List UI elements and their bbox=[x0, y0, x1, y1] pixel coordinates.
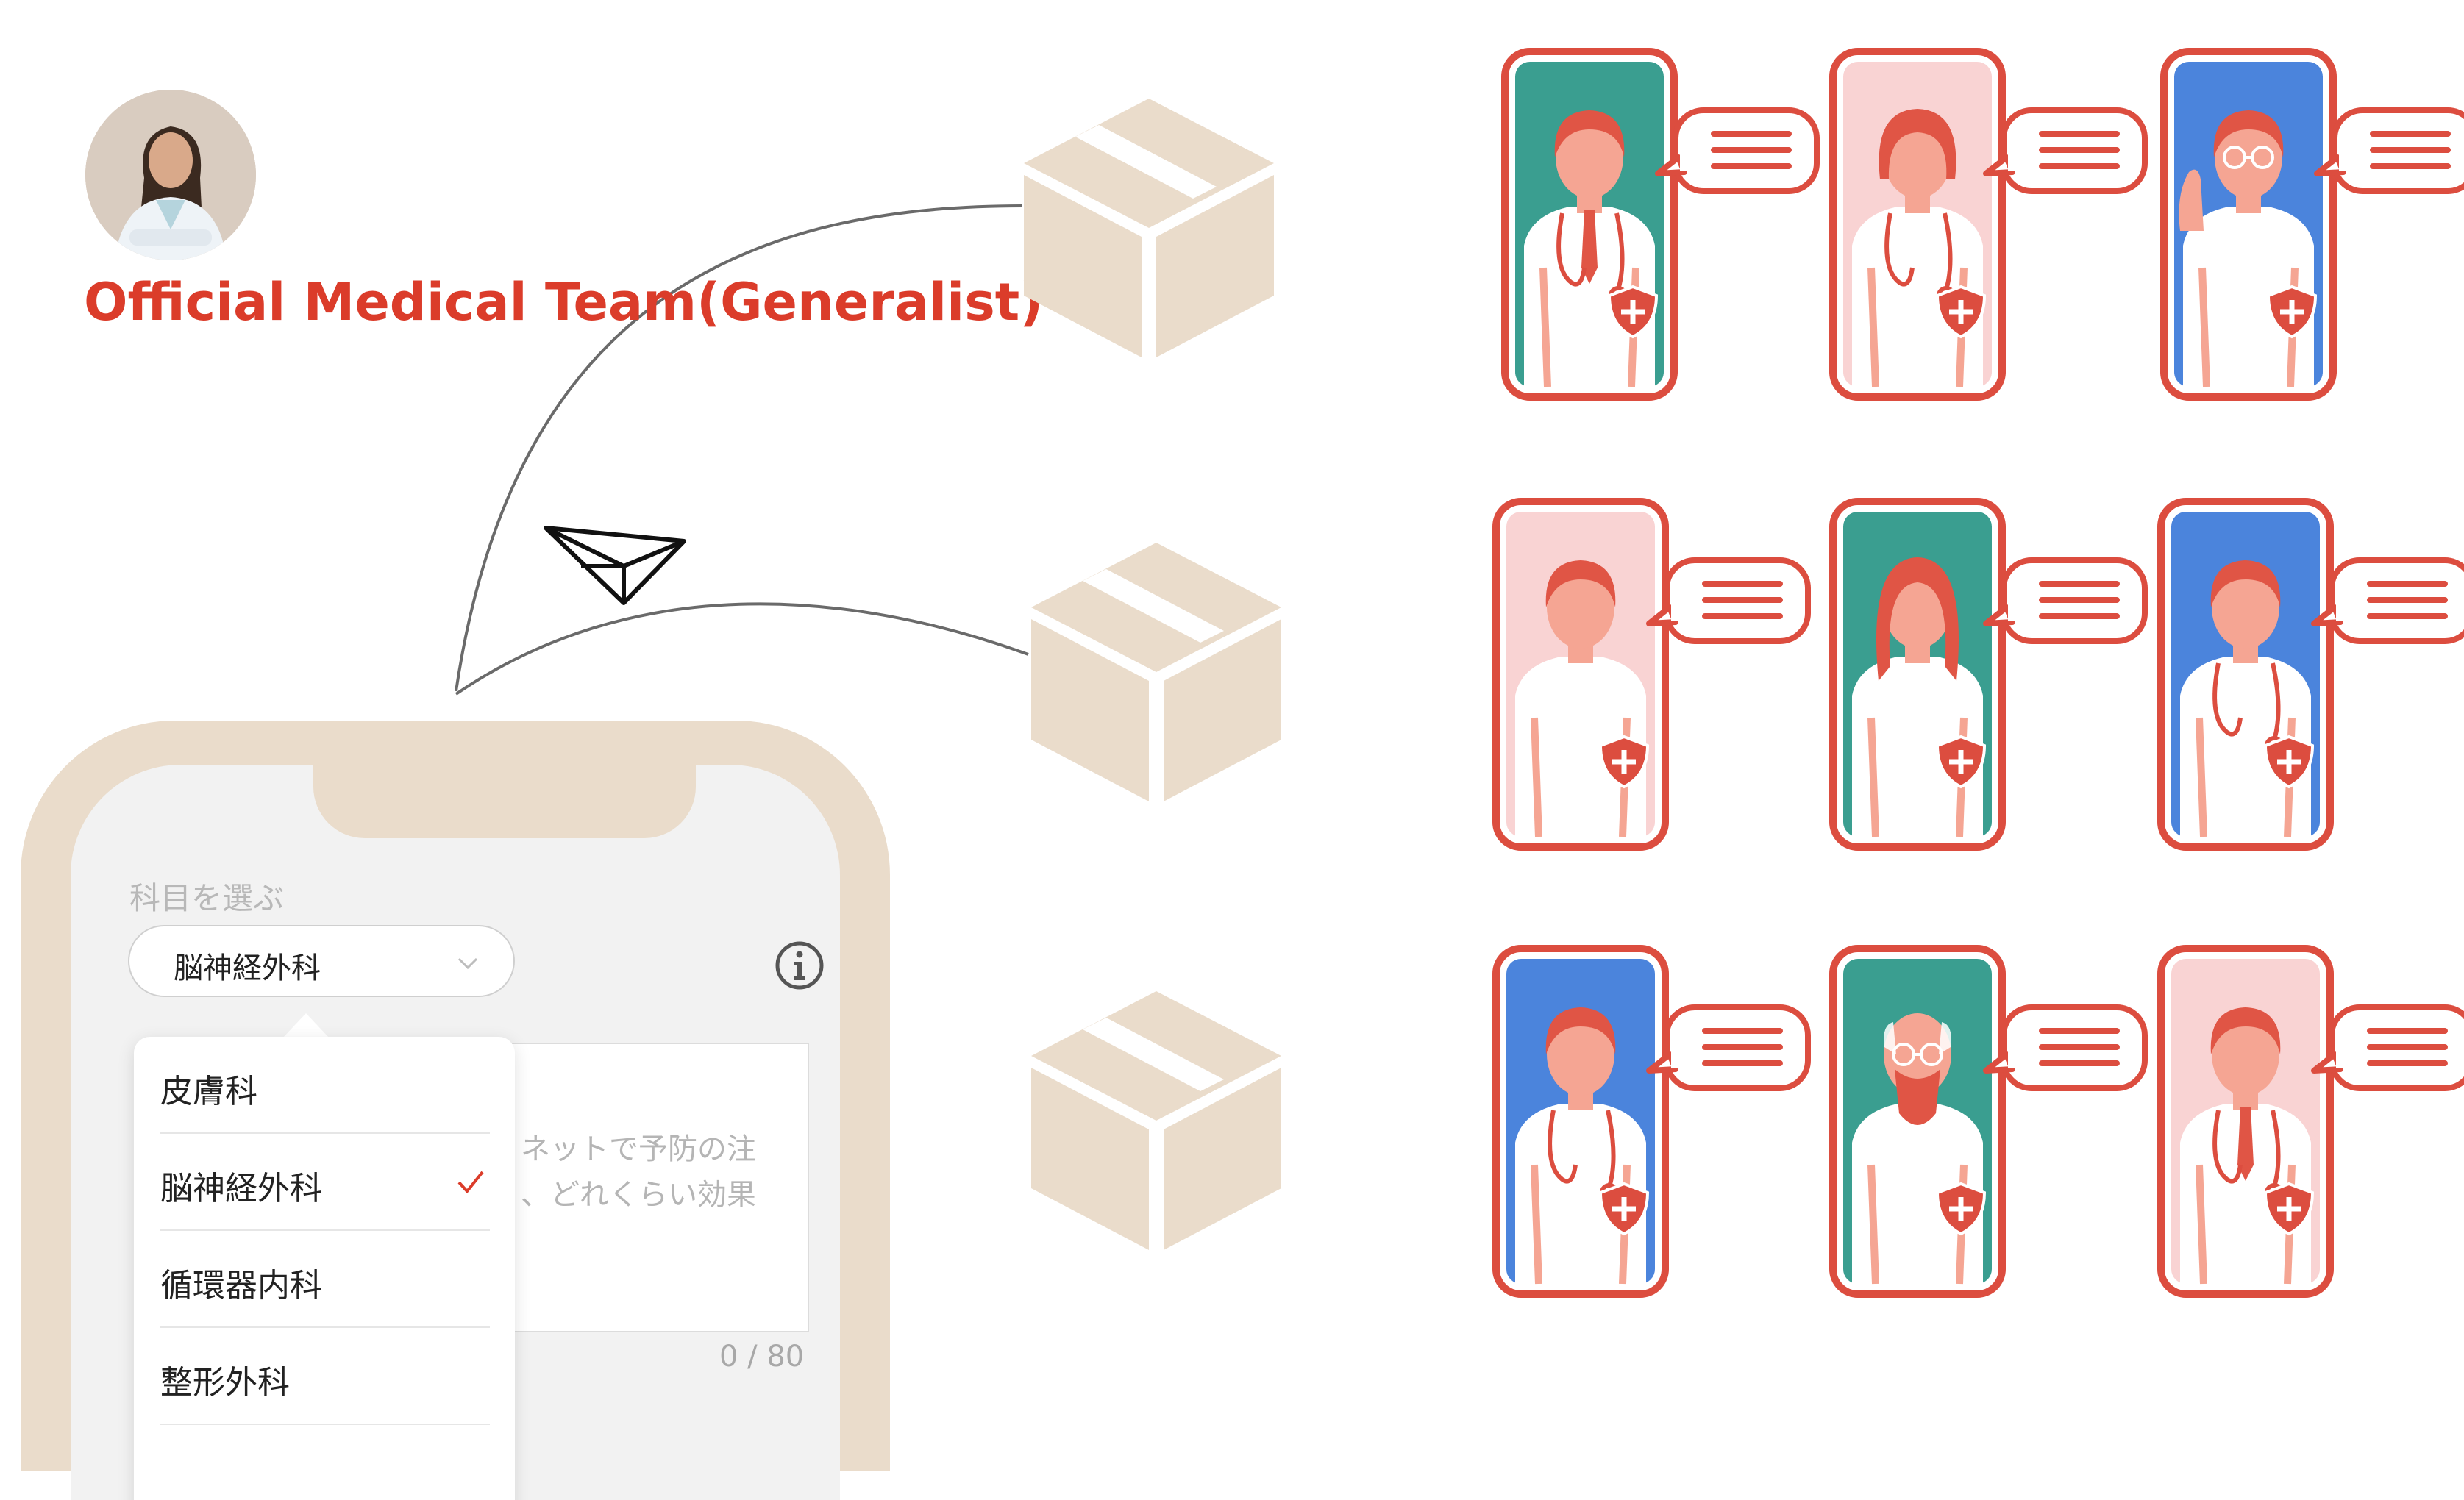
department-dropdown-menu: 皮膚科 脳神経外科 循環器内科 整形外科 bbox=[134, 1037, 515, 1500]
char-counter: 0 / 80 bbox=[719, 1340, 805, 1374]
doctor-card[interactable] bbox=[1500, 47, 1824, 403]
menu-item-orthopedics[interactable]: 整形外科 bbox=[160, 1328, 490, 1425]
flow-arrow-lower bbox=[455, 602, 1029, 696]
chat-bubble-icon bbox=[1983, 107, 2148, 194]
department-select[interactable]: 脳神経外科 bbox=[128, 925, 515, 997]
doctor-card[interactable] bbox=[2157, 497, 2464, 853]
avatar bbox=[85, 90, 256, 260]
chat-bubble-icon bbox=[2311, 557, 2464, 644]
package-box-icon bbox=[1024, 99, 1274, 357]
chat-bubble-icon bbox=[1646, 1004, 1811, 1091]
doctor-card[interactable] bbox=[1492, 944, 1815, 1300]
chat-bubble-icon bbox=[1983, 557, 2148, 644]
doctor-card[interactable] bbox=[1829, 944, 2152, 1300]
menu-item-neurosurgery[interactable]: 脳神経外科 bbox=[160, 1134, 490, 1231]
menu-item-label: 皮膚科 bbox=[160, 1073, 257, 1110]
consultation-textarea[interactable]: ネットで予防の注 、どれくらい効果 bbox=[490, 1043, 809, 1332]
menu-item-label: 循環器内科 bbox=[160, 1267, 322, 1304]
doctor-card[interactable] bbox=[1492, 497, 1815, 853]
department-select-value: 脳神経外科 bbox=[174, 951, 321, 985]
flow-arrow-upper bbox=[455, 204, 1023, 692]
menu-item-label: 整形外科 bbox=[160, 1364, 290, 1401]
chat-bubble-icon bbox=[1655, 107, 1820, 194]
textarea-placeholder-line2: 、どれくらい効果 bbox=[521, 1178, 756, 1212]
textarea-placeholder-line1: ネットで予防の注 bbox=[521, 1132, 756, 1166]
paper-plane-icon bbox=[544, 526, 686, 605]
chevron-down-icon bbox=[457, 957, 478, 970]
menu-item-label: 脳神経外科 bbox=[160, 1170, 322, 1207]
doctor-card[interactable] bbox=[1829, 47, 2152, 403]
menu-item-cardiology[interactable]: 循環器内科 bbox=[160, 1231, 490, 1328]
package-box-icon bbox=[1031, 543, 1281, 801]
phone-notch bbox=[313, 765, 696, 838]
department-field-label: 科目を選ぶ bbox=[129, 880, 285, 916]
check-icon bbox=[457, 1171, 484, 1194]
info-icon[interactable] bbox=[774, 940, 825, 991]
chat-bubble-icon bbox=[2314, 107, 2464, 194]
doctor-card[interactable] bbox=[2159, 47, 2464, 403]
phone-mockup: 科目を選ぶ 脳神経外科 ネットで予防の注 、どれくらい効果 0 / 80 皮膚科 bbox=[21, 721, 890, 1500]
chat-bubble-icon bbox=[1646, 557, 1811, 644]
doctor-photo-avatar bbox=[85, 90, 256, 260]
package-box-icon bbox=[1031, 991, 1281, 1250]
chat-bubble-icon bbox=[2311, 1004, 2464, 1091]
menu-item-dermatology[interactable]: 皮膚科 bbox=[160, 1037, 490, 1134]
flow-diagram bbox=[455, 204, 1029, 696]
team-title: Official Medical Team(Generalist) bbox=[84, 272, 1044, 332]
phone-screen: 科目を選ぶ 脳神経外科 ネットで予防の注 、どれくらい効果 0 / 80 皮膚科 bbox=[71, 765, 840, 1500]
chat-bubble-icon bbox=[1983, 1004, 2148, 1091]
dropdown-caret bbox=[282, 1013, 330, 1038]
doctor-card[interactable] bbox=[1829, 497, 2152, 853]
doctor-card[interactable] bbox=[2157, 944, 2464, 1300]
